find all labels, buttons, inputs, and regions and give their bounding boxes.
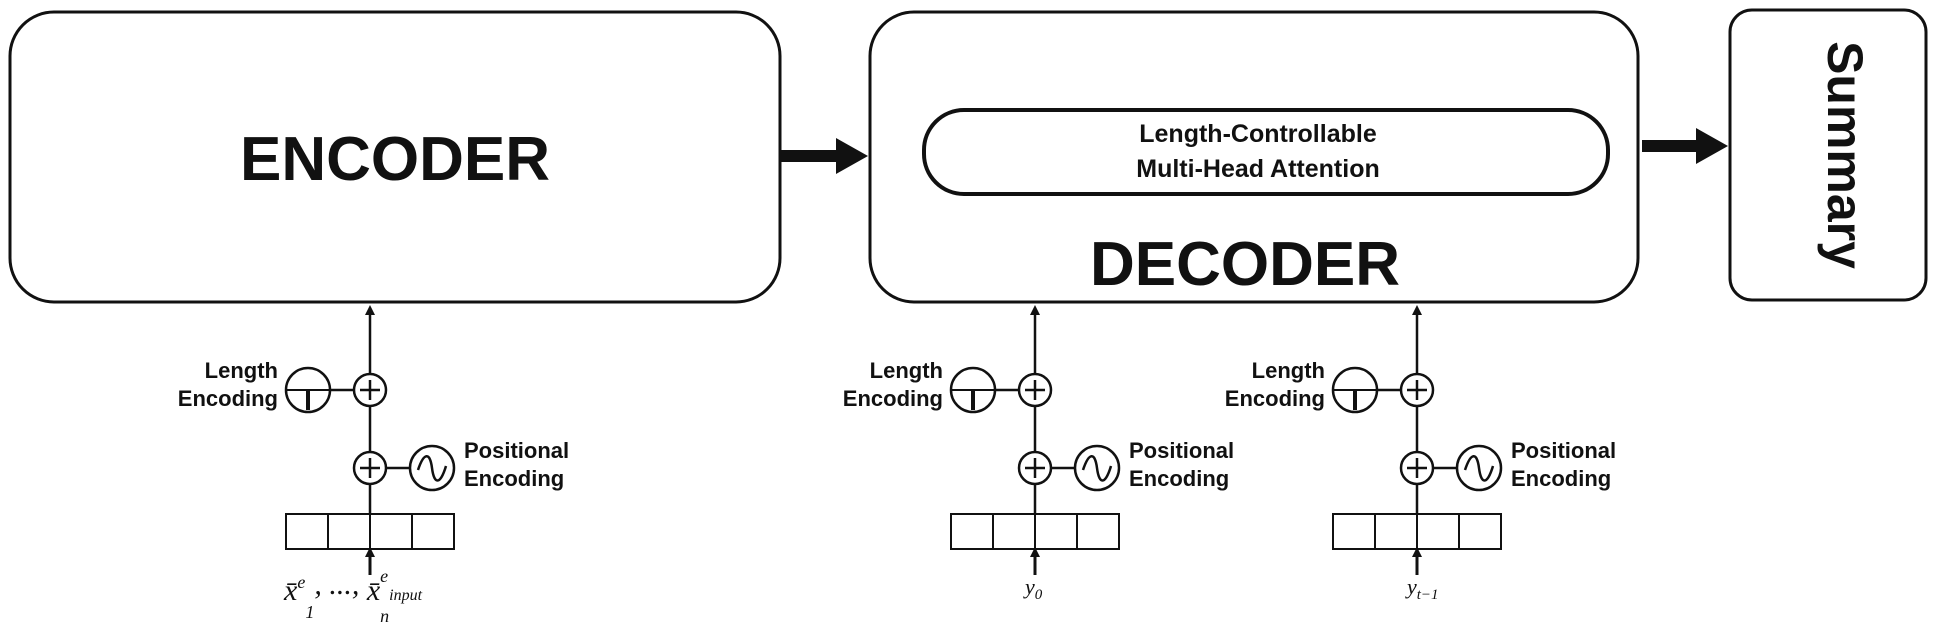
- positional-encoding-label-line2: Encoding: [1511, 466, 1611, 491]
- embedding-cell: [285, 513, 329, 550]
- length-encoding-label-line2: Encoding: [1225, 386, 1325, 411]
- decoder-to-summary-arrow: [1642, 128, 1728, 164]
- embedding-cell: [950, 513, 994, 550]
- summary-label: Summary: [1817, 41, 1873, 269]
- embedding-cell: [411, 513, 455, 550]
- math-part: e: [380, 566, 388, 586]
- math-sub: t−1: [1417, 587, 1439, 603]
- embedding-cell: [1416, 513, 1460, 550]
- math-part: 1: [305, 602, 314, 622]
- math-main: y: [1023, 574, 1035, 599]
- positional-encoding-label-line1: Positional: [1511, 438, 1616, 463]
- attention-label-line1: Length-Controllable: [1139, 120, 1377, 148]
- embedding-cell: [1034, 513, 1078, 550]
- math-part: x̄: [366, 574, 381, 607]
- sine-wave-icon: [416, 455, 448, 482]
- encoder-to-decoder-arrow: [780, 138, 868, 174]
- embedding-cell: [1076, 513, 1120, 550]
- decoder-input-symbol: yt−1: [1405, 574, 1439, 603]
- length-encoding-label-line1: Length: [1252, 358, 1325, 383]
- length-encoding-label-line1: Length: [205, 358, 278, 383]
- positional-encoding-label-line1: Positional: [464, 438, 569, 463]
- embedding-cell: [327, 513, 371, 550]
- positional-encoding-label-line2: Encoding: [1129, 466, 1229, 491]
- embedding-cell: [1374, 513, 1418, 550]
- math-main: y: [1405, 574, 1417, 599]
- length-encoding-label-line2: Encoding: [843, 386, 943, 411]
- positional-encoding-label-line1: Positional: [1129, 438, 1234, 463]
- math-part: x̄: [283, 574, 298, 607]
- sine-wave-icon: [1081, 455, 1113, 482]
- decoder-label: DECODER: [1090, 230, 1400, 299]
- embedding-cell: [992, 513, 1036, 550]
- math-part: , ...,: [314, 568, 367, 601]
- encoder-label: ENCODER: [240, 125, 550, 194]
- embedding-cell: [1458, 513, 1502, 550]
- embedding-cell: [1332, 513, 1376, 550]
- math-part: e: [297, 572, 305, 592]
- summary-box: [1728, 8, 1928, 302]
- attention-label-line2: Multi-Head Attention: [1136, 155, 1379, 183]
- attention-box: [922, 108, 1610, 196]
- length-encoding-label-line2: Encoding: [178, 386, 278, 411]
- embedding-cell: [369, 513, 413, 550]
- sine-wave-icon: [1463, 455, 1495, 482]
- math-part: input: [389, 587, 422, 604]
- math-sub: 0: [1035, 587, 1043, 603]
- length-encoding-label-line1: Length: [870, 358, 943, 383]
- decoder-input-symbol: y0: [1023, 574, 1043, 603]
- positional-encoding-label-line2: Encoding: [464, 466, 564, 491]
- math-part: n: [380, 606, 389, 623]
